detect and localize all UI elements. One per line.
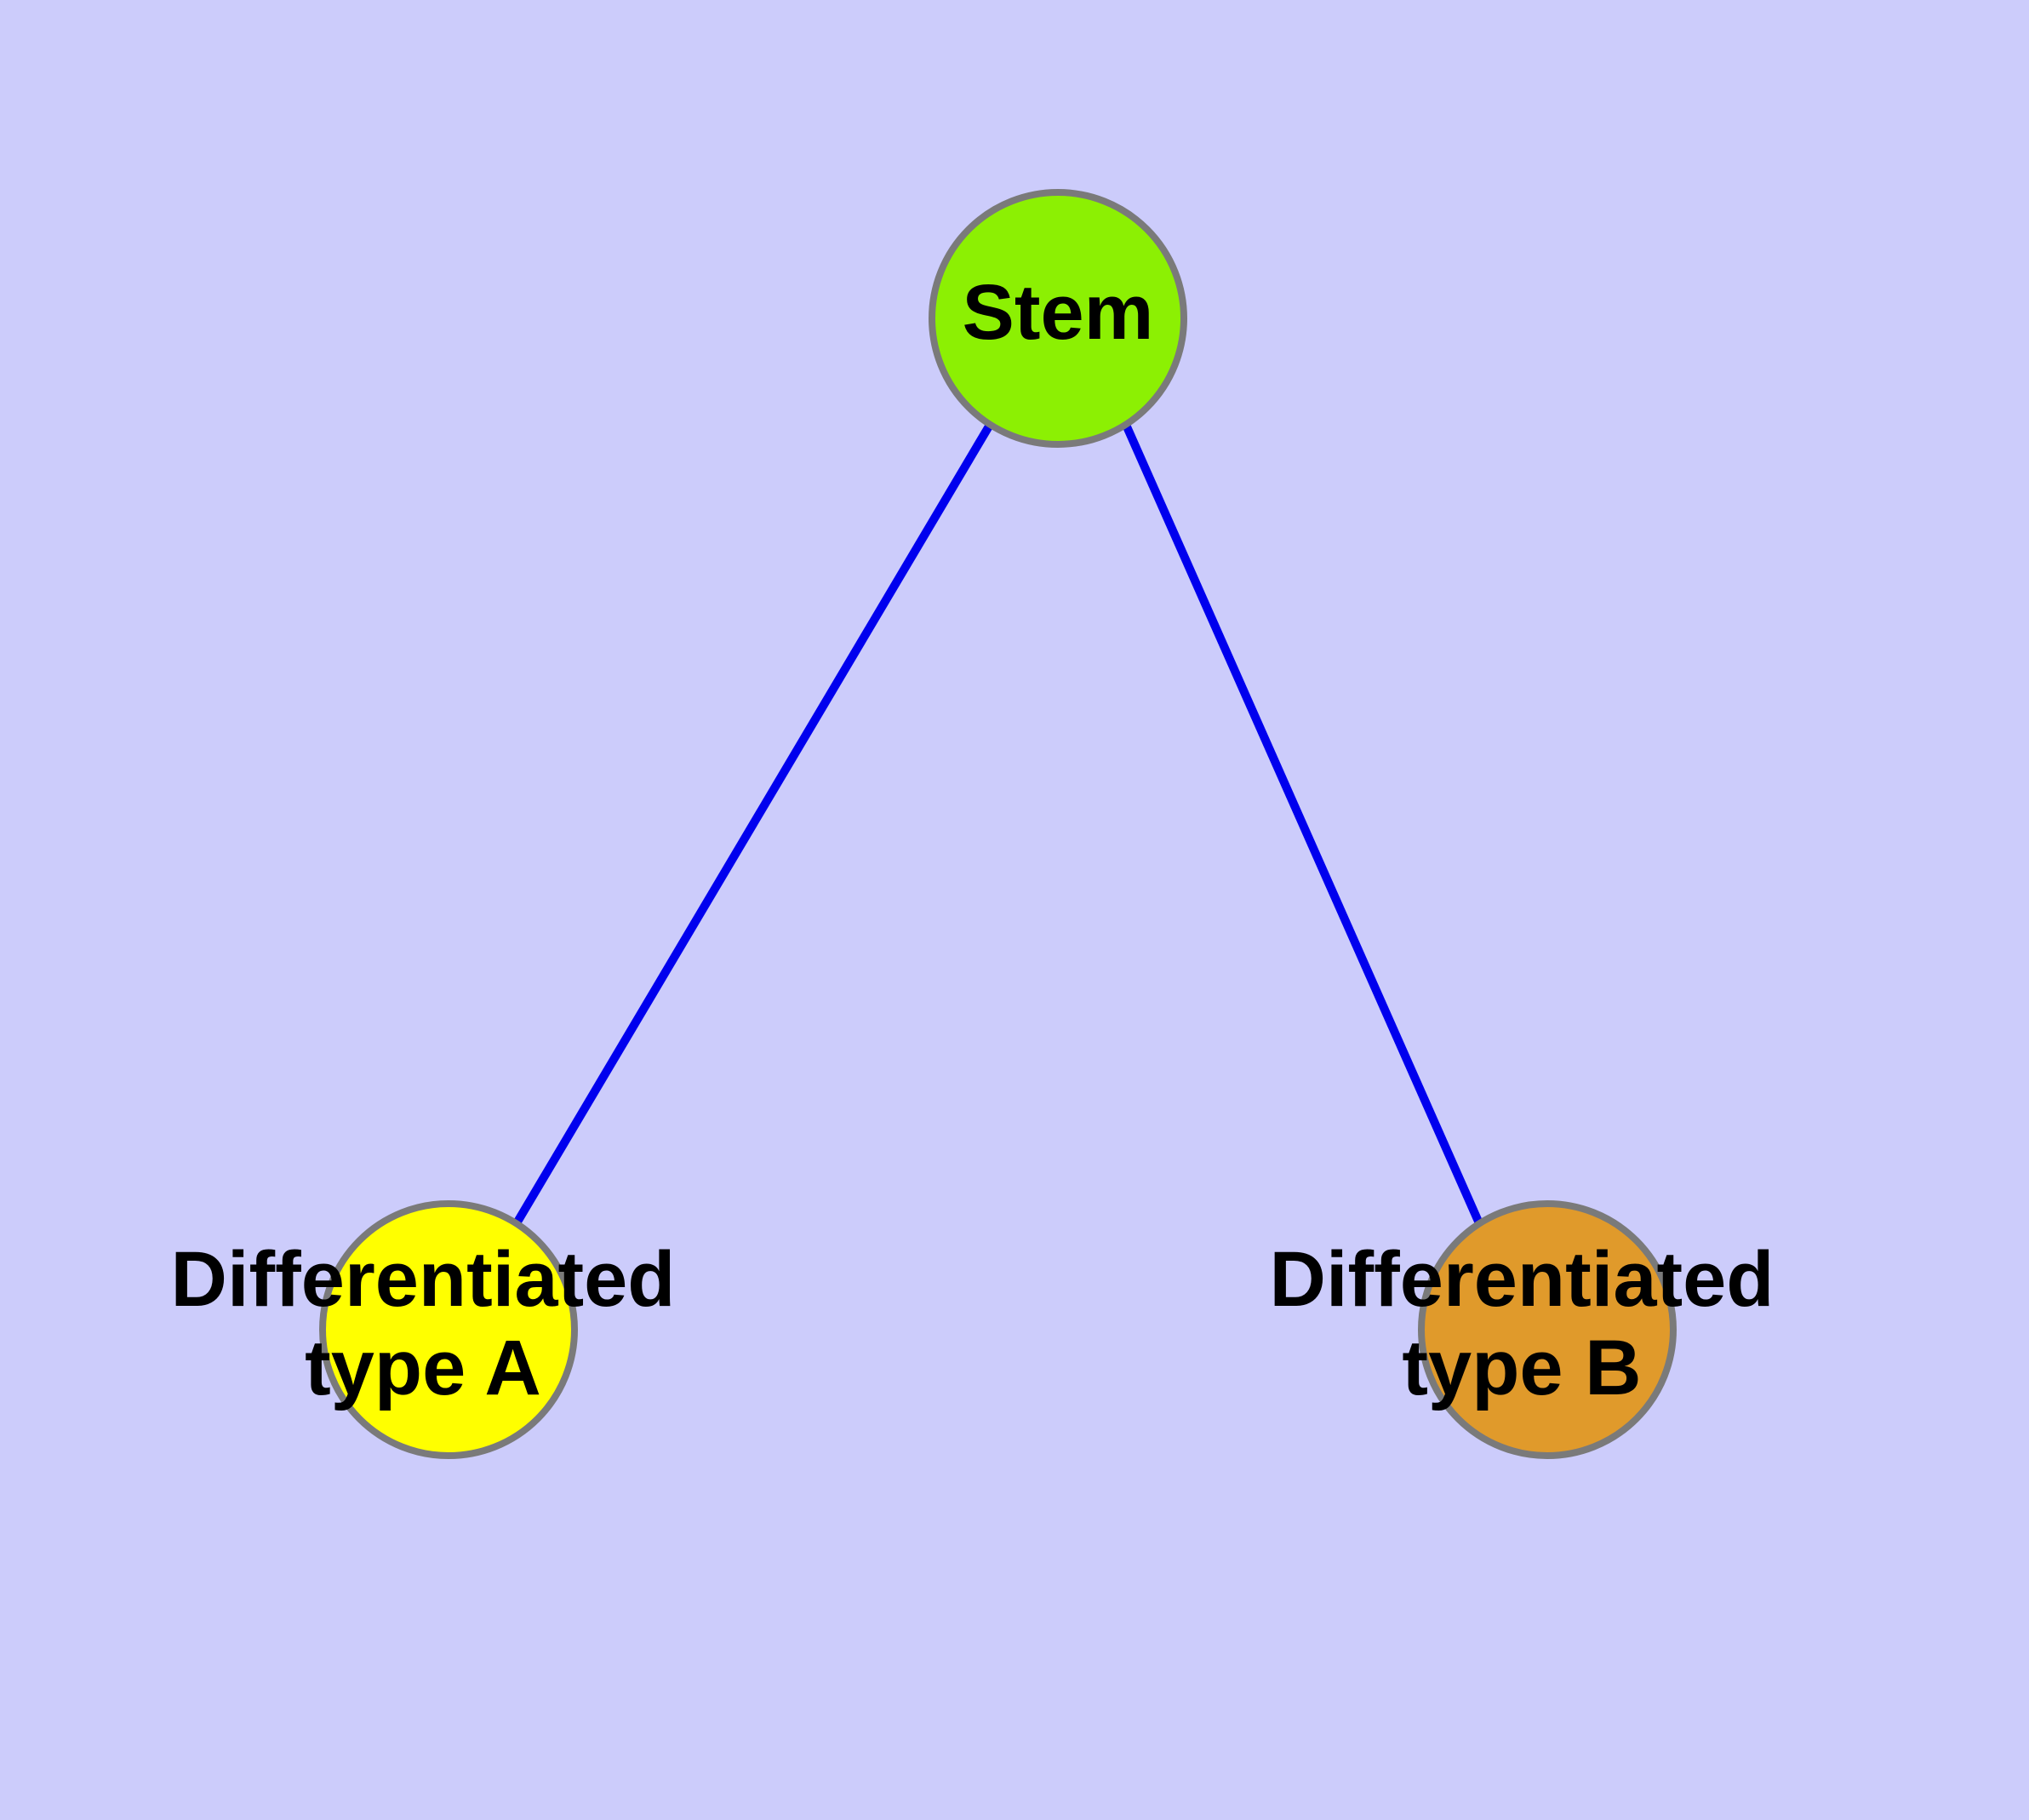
node-label-line: Stem — [963, 269, 1154, 356]
node-label-line: type A — [305, 1325, 541, 1411]
node-label-line: Differentiated — [1270, 1236, 1775, 1323]
node-stem[interactable] — [929, 189, 1187, 448]
edges-group — [512, 422, 1483, 1226]
nodes-group — [319, 189, 1677, 1459]
node-label-line: type B — [1402, 1325, 1641, 1411]
node-diff-a[interactable] — [319, 1200, 578, 1459]
node-label-line: Differentiated — [171, 1236, 676, 1323]
edge-stem-to-diff-a[interactable] — [512, 422, 994, 1226]
edge-stem-to-diff-b[interactable] — [1122, 422, 1483, 1226]
node-label-stem: Stem — [963, 269, 1154, 356]
node-diff-b[interactable] — [1418, 1200, 1677, 1459]
